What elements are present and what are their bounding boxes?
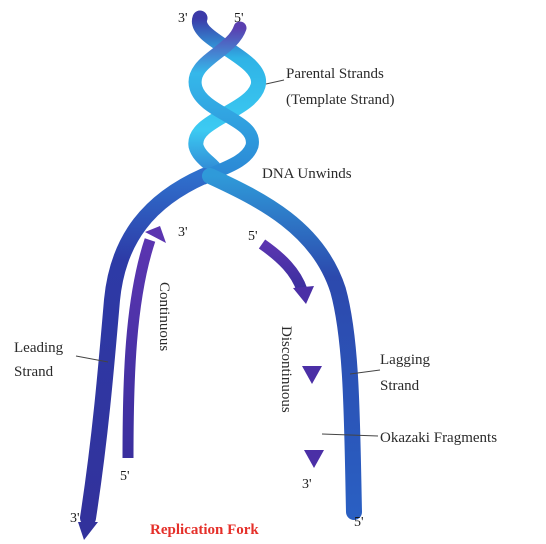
parental-strands-label: Parental Strands: [286, 66, 384, 82]
end-label-lagging-daughter-bottom: 3': [302, 477, 312, 492]
leading-label-line2: Strand: [14, 364, 54, 380]
parental-leader-line: [266, 80, 284, 84]
dna-unwinds-label: DNA Unwinds: [262, 166, 352, 182]
okazaki-arrowhead-3: [304, 450, 324, 468]
okazaki-arrowhead-1: [293, 286, 314, 304]
lagging-label-line1: Lagging: [380, 352, 430, 368]
end-label-lagging-bottom: 5': [354, 515, 364, 530]
okazaki-fragment-1: [262, 244, 302, 290]
lagging-label-line2: Strand: [380, 378, 420, 394]
end-label-leading-daughter-top: 3': [178, 225, 188, 240]
leading-label-line1: Leading: [14, 340, 64, 356]
leading-daughter-strand: [128, 240, 150, 458]
okazaki-arrowhead-2: [302, 366, 322, 384]
end-label-top-left: 3': [178, 11, 188, 26]
discontinuous-label: Discontinuous: [278, 326, 294, 413]
okazaki-fragments-label: Okazaki Fragments: [380, 430, 497, 446]
parental-double-helix: [195, 18, 259, 178]
end-label-top-right: 5': [234, 11, 244, 26]
end-label-leading-bottom: 3': [70, 511, 80, 526]
diagram-title: Replication Fork: [150, 522, 259, 538]
leading-template-arrowhead: [78, 522, 98, 540]
end-label-lagging-daughter-top: 5': [248, 229, 258, 244]
template-strand-label: (Template Strand): [286, 92, 395, 108]
continuous-label: Continuous: [156, 282, 172, 351]
end-label-leading-daughter-bottom: 5': [120, 469, 130, 484]
